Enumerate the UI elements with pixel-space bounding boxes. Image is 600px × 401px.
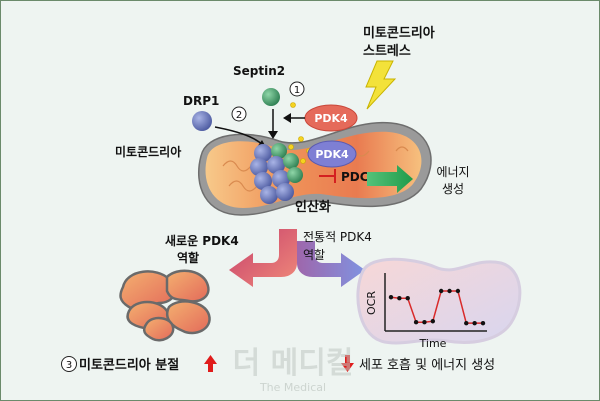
stress-label-line1: 미토콘드리아: [363, 25, 435, 41]
classic-role-label-line2: 역할: [303, 248, 325, 262]
ocr-point: [480, 320, 486, 326]
step3-circle-icon: [61, 356, 77, 372]
classic-role-label-line1: 전통적 PDK4: [303, 230, 372, 244]
fragmented-mitochondria: [119, 269, 211, 342]
step2-number: 2: [236, 110, 242, 121]
fission-ring: [250, 143, 303, 204]
ocr-point: [472, 320, 477, 326]
septin2-ball: [262, 88, 280, 106]
ocr-axis-label: OCR: [365, 291, 378, 315]
pdk4-to-septin-arrowhead: [283, 113, 291, 123]
phosphorylation-label: 인산화: [295, 199, 331, 215]
new-role-label-line1: 새로운 PDK4: [165, 233, 239, 248]
ocr-point: [455, 288, 461, 294]
ocr-point: [413, 320, 419, 325]
time-axis-label: Time: [419, 337, 447, 350]
lightning-icon: [365, 60, 397, 110]
drp1-label: DRP1: [183, 94, 219, 108]
watermark-sub: The Medical: [259, 381, 326, 394]
ocr-point: [405, 296, 410, 301]
red-up-arrow-icon: [204, 355, 217, 372]
new-role-arrow: [229, 229, 297, 287]
step2-circle-icon: [231, 106, 247, 122]
septin2-label: Septin2: [233, 64, 285, 78]
ocr-point: [430, 319, 436, 324]
pdk4-top-label: PDK4: [314, 112, 348, 125]
watermark-main: 더 메디컬: [233, 346, 354, 381]
mitochondria-label: 미토콘드리아: [115, 144, 181, 159]
classic-role-arrow: [297, 241, 365, 287]
septin2-arrowhead: [268, 131, 278, 139]
ocr-point: [422, 320, 427, 325]
energy-green-arrow: [367, 165, 413, 193]
ocr-point: [388, 295, 394, 300]
pdc-label: PDC: [341, 170, 369, 184]
new-role-label-line2: 역할: [177, 250, 199, 265]
ocr-points: [388, 288, 486, 326]
step3-number: 3: [66, 360, 72, 371]
pdk4-inner-ellipse: [307, 140, 357, 168]
energy-label-line1: 에너지: [436, 165, 469, 179]
drp1-ball: [192, 111, 212, 131]
ocr-point: [447, 288, 452, 294]
red-down-arrow-icon: [341, 355, 354, 372]
energy-label-line2: 생성: [442, 182, 464, 196]
step1-circle-icon: [289, 81, 305, 97]
fission-caption: 미토콘드리아 분절: [79, 357, 179, 373]
step1-number: 1: [294, 85, 300, 96]
respiration-caption: 세포 호흡 및 에너지 생성: [359, 358, 495, 373]
stress-label-line2: 스트레스: [363, 44, 411, 59]
ocr-point: [464, 320, 469, 326]
ocr-point: [438, 288, 444, 294]
pdk4-inner-label: PDK4: [315, 148, 349, 161]
ocr-point: [397, 296, 402, 301]
